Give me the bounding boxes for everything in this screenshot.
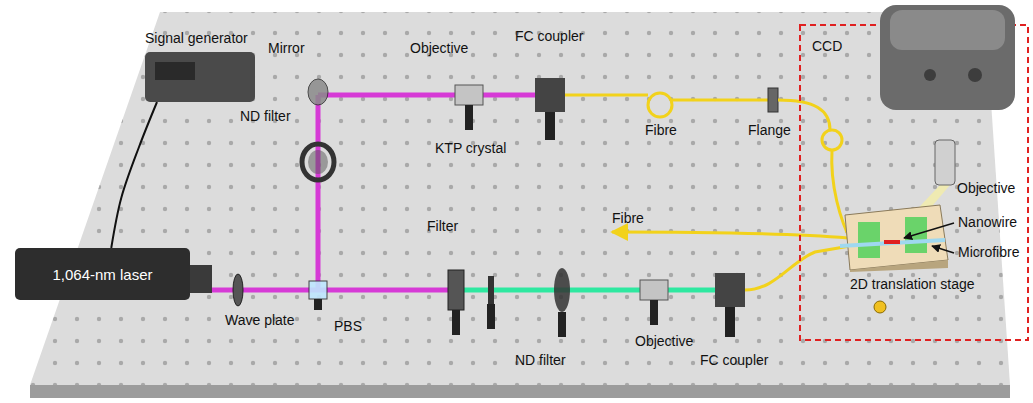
post (545, 112, 555, 140)
flange (768, 88, 778, 112)
post (650, 300, 658, 325)
part-label: Fibre (645, 122, 677, 139)
green-beam (464, 288, 717, 293)
mirror (308, 79, 328, 105)
pointer-line (932, 246, 954, 253)
signal-cable (111, 102, 157, 248)
post (465, 105, 473, 130)
objective-lens (935, 140, 955, 185)
laser-beam (316, 95, 321, 290)
stage-pad (858, 222, 880, 258)
stage-knob (874, 301, 886, 313)
part-label: Objective (410, 40, 468, 57)
laser-beam (212, 288, 448, 293)
post (452, 310, 460, 335)
ccd-top (890, 10, 1005, 50)
part-label: Nanowire (958, 214, 1017, 231)
part-label: Microfibre (958, 244, 1019, 261)
stage-side (850, 260, 948, 272)
nd-filter (308, 150, 328, 174)
post (487, 304, 495, 329)
device-label: 1,064-nm laser (52, 266, 152, 283)
part-label: KTP crystal (435, 140, 506, 157)
table-edge (30, 385, 1010, 398)
ktp-crystal (448, 270, 464, 310)
wave-plate (233, 274, 243, 306)
laser-body: 1,064-nm laser (15, 248, 190, 300)
part-label: ND filter (515, 352, 566, 369)
part-label: Filter (427, 218, 458, 235)
fibre (565, 94, 648, 97)
fibre-loop (822, 130, 842, 150)
part-label: PBS (334, 318, 362, 335)
filter (488, 276, 494, 304)
post (725, 307, 735, 337)
part-label: Mirror (268, 40, 305, 57)
laser-aperture (190, 265, 212, 293)
fc-coupler (715, 273, 745, 307)
part-label: FC coupler (515, 28, 583, 45)
laser-beam (318, 93, 537, 98)
part-label: Fibre (612, 210, 644, 227)
nd-filter (554, 268, 570, 312)
ccd-button (924, 69, 936, 81)
nd-filter-wheel (302, 144, 334, 180)
part-label: Objective (635, 333, 693, 350)
post (558, 312, 566, 337)
generator-screen (155, 62, 195, 80)
fibre-output (612, 232, 848, 238)
pointer-line (904, 223, 954, 238)
part-label: Signal generator (145, 30, 248, 46)
objective-lens (455, 85, 483, 105)
part-label: 2D translation stage (850, 276, 975, 293)
sample-stage (845, 205, 948, 270)
fc-coupler (535, 78, 565, 112)
nanowire (884, 240, 900, 244)
part-label: FC coupler (700, 352, 768, 369)
part-label: Objective (957, 180, 1015, 197)
part-label: ND filter (240, 108, 291, 125)
objective-lens (640, 280, 668, 300)
signal-generator: Signal generator (145, 52, 255, 102)
part-label: CCD (812, 38, 842, 55)
part-label: Wave plate (225, 312, 295, 329)
part-label: Flange (748, 122, 791, 139)
table-holes (30, 12, 1010, 385)
microfibre (840, 240, 945, 246)
post (314, 299, 322, 310)
ccd-button (968, 68, 982, 82)
ccd-camera (880, 5, 1015, 110)
pbs-cube (309, 281, 327, 299)
fibre-loop (648, 93, 672, 117)
optical-table (30, 12, 1010, 385)
fibre (745, 246, 850, 290)
fibre (672, 99, 768, 102)
